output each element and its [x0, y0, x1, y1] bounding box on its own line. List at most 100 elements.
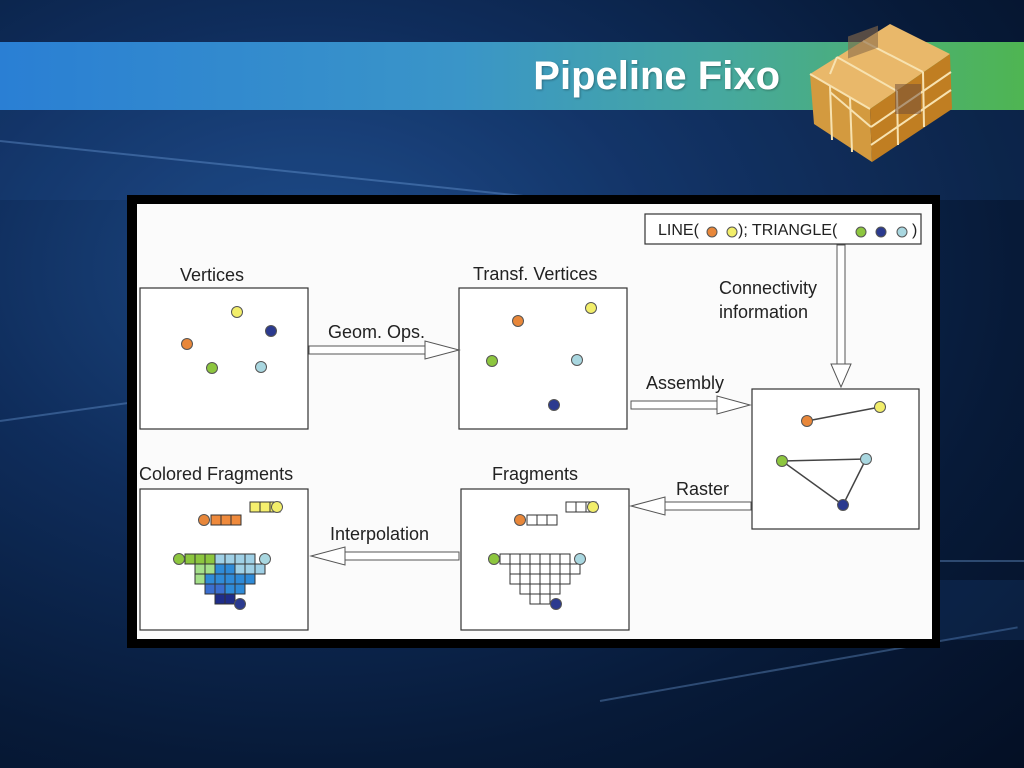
fragment-cell	[575, 501, 587, 513]
connectivity-label-line2: information	[719, 302, 808, 322]
fragment-cell	[529, 573, 541, 585]
vertex-orange	[181, 338, 193, 350]
pipeline-diagram: Vertices Transf. Vertices Colored Fragme…	[137, 204, 932, 639]
fragment-cell	[539, 593, 551, 605]
fragment-vertex-lightblue	[574, 553, 586, 565]
fragment-cell	[499, 553, 511, 565]
fragment-cell	[549, 583, 561, 595]
colored-fragment-cell	[194, 553, 206, 565]
transf-vertex-orange	[512, 315, 524, 327]
colored-fragment-cell	[234, 573, 246, 585]
vertices-panel	[139, 287, 309, 430]
colored-fragment-cell	[220, 514, 232, 526]
colored-vertex-yellow	[271, 501, 283, 513]
fragment-cell	[569, 563, 581, 575]
geom-ops-label: Geom. Ops.	[328, 322, 425, 342]
raster-label: Raster	[676, 479, 729, 499]
assembly-label: Assembly	[646, 373, 724, 393]
fragment-cell	[509, 553, 521, 565]
primitive-vertex-orange	[706, 226, 718, 238]
fragment-vertex-navy	[550, 598, 562, 610]
colored-fragment-cell	[249, 501, 261, 513]
assembled-vertex-orange	[801, 415, 813, 427]
fragment-cell	[519, 583, 531, 595]
transf-vertices-panel	[458, 287, 628, 430]
vertices-title: Vertices	[180, 265, 244, 285]
fragment-cell	[529, 553, 541, 565]
fragment-cell	[559, 563, 571, 575]
colored-fragment-cell	[204, 573, 216, 585]
colored-fragment-cell	[244, 553, 256, 565]
primitive-line-label: LINE(	[658, 222, 700, 239]
slide-title: Pipeline Fixo	[533, 54, 780, 98]
colored-fragment-cell	[214, 583, 226, 595]
colored-fragment-cell	[224, 563, 236, 575]
fragment-cell	[539, 553, 551, 565]
colored-fragment-cell	[214, 593, 226, 605]
colored-fragment-cell	[234, 563, 246, 575]
primitive-vertex-navy	[875, 226, 887, 238]
interpolation-label: Interpolation	[330, 524, 429, 544]
colored-fragment-cell	[204, 553, 216, 565]
colored-fragment-cell	[214, 553, 226, 565]
fragment-cell	[539, 563, 551, 575]
connectivity-label-line1: Connectivity	[719, 278, 817, 298]
fragment-cell	[509, 563, 521, 575]
fragment-cell	[546, 514, 558, 526]
colored-fragment-cell	[259, 501, 271, 513]
primitive-box	[644, 213, 922, 245]
primitive-vertex-yellow	[726, 226, 738, 238]
geom-ops-arrow	[308, 340, 461, 360]
assembled-vertex-navy	[837, 499, 849, 511]
connectivity-arrow	[830, 244, 852, 389]
colored-fragment-cell	[204, 563, 216, 575]
colored-fragment-cell	[224, 553, 236, 565]
primitive-vertex-lightblue	[896, 226, 908, 238]
colored-fragment-cell	[224, 593, 236, 605]
assembled-triangle	[779, 458, 868, 507]
colored-fragment-cell	[210, 514, 222, 526]
colored-fragment-cell	[234, 583, 246, 595]
colored-vertex-green	[173, 553, 185, 565]
background-streak	[940, 560, 1024, 562]
primitive-vertex-green	[855, 226, 867, 238]
fragment-cell	[529, 583, 541, 595]
primitive-separator-label: ); TRIANGLE(	[738, 222, 838, 239]
fragment-cell	[565, 501, 577, 513]
fragment-cell	[526, 514, 538, 526]
colored-fragment-cell	[214, 563, 226, 575]
background-streak	[0, 401, 129, 422]
fragment-cell	[539, 573, 551, 585]
fragments-title: Fragments	[492, 464, 578, 484]
colored-fragment-cell	[244, 573, 256, 585]
fragment-cell	[519, 553, 531, 565]
fragment-cell	[519, 573, 531, 585]
cube-logo	[809, 24, 952, 162]
fragment-cell	[529, 593, 541, 605]
transf-vertex-lightblue	[571, 354, 583, 366]
fragments-grid	[499, 501, 597, 605]
colored-fragment-cell	[230, 514, 242, 526]
assembly-arrow	[630, 395, 752, 415]
colored-fragment-cell	[244, 563, 256, 575]
colored-vertex-lightblue	[259, 553, 271, 565]
transf-vertex-green	[486, 355, 498, 367]
fragment-cell	[559, 573, 571, 585]
vertex-lightblue	[255, 361, 267, 373]
colored-fragment-cell	[204, 583, 216, 595]
colored-fragment-cell	[254, 563, 266, 575]
fragment-cell	[529, 563, 541, 575]
colored-fragment-cell	[184, 553, 196, 565]
vertex-yellow	[231, 306, 243, 318]
assembled-line	[806, 406, 881, 422]
colored-fragment-cell	[224, 583, 236, 595]
colored-fragments-grid	[184, 501, 281, 605]
colored-fragment-cell	[214, 573, 226, 585]
background-panel	[940, 580, 1024, 640]
raster-arrow	[629, 496, 752, 516]
fragment-vertex-orange	[514, 514, 526, 526]
fragment-cell	[509, 573, 521, 585]
colored-fragment-cell	[234, 553, 246, 565]
fragment-cell	[549, 573, 561, 585]
fragment-cell	[549, 563, 561, 575]
